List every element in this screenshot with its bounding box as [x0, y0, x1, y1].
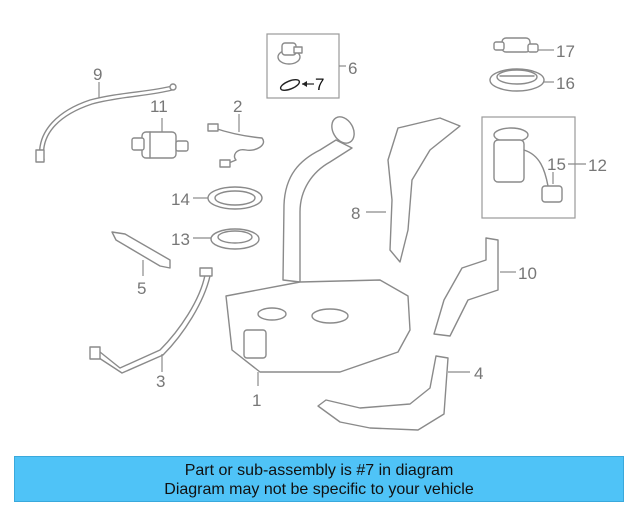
part-12-box: [481, 116, 576, 219]
callout-3: 3: [156, 372, 165, 391]
callout-15: 15: [547, 155, 566, 174]
part-14-ring: [207, 186, 263, 210]
part-3-strap: [89, 267, 213, 374]
callout-10: 10: [518, 264, 537, 283]
part-10-bracket: [433, 237, 499, 337]
callout-16: 16: [556, 74, 575, 93]
part-1-fuel-tank: [225, 279, 411, 373]
part-11-filter: [131, 131, 189, 159]
callout-12: 12: [588, 156, 607, 175]
banner-line-1: Part or sub-assembly is #7 in diagram: [184, 462, 454, 479]
part-16-lock-ring: [489, 68, 545, 92]
arrow-7-icon: [302, 81, 307, 87]
part-6-cap: [277, 42, 303, 65]
part-12-pump-module: [493, 127, 563, 203]
callout-4: 4: [474, 364, 483, 383]
part-9-hose: [35, 83, 177, 163]
part-6-box: [266, 33, 340, 99]
callout-5: 5: [137, 279, 146, 298]
callout-17: 17: [556, 42, 575, 61]
part-7-seal: [279, 79, 301, 91]
part-17-valve: [493, 37, 539, 53]
banner-line-2: Diagram may not be specific to your vehi…: [164, 481, 474, 498]
callout-6: 6: [348, 59, 357, 78]
callout-14: 14: [171, 190, 190, 209]
part-8-heat-shield: [387, 117, 461, 263]
part-4-shield: [317, 355, 449, 431]
callout-7: 7: [315, 75, 324, 94]
callout-1: 1: [252, 391, 261, 410]
callout-8: 8: [351, 204, 360, 223]
callout-2: 2: [233, 97, 242, 116]
part-filler-neck: [282, 116, 355, 283]
callout-13: 13: [171, 230, 190, 249]
part-2-sensor: [207, 123, 265, 168]
callout-9: 9: [93, 65, 102, 84]
part-13-seal: [210, 228, 260, 250]
part-5-bracket: [111, 231, 171, 269]
callout-11: 11: [150, 97, 168, 116]
info-banner: Part or sub-assembly is #7 in diagram Di…: [14, 456, 624, 502]
parts-diagram: 9 11 2 7 6 17 16: [35, 33, 607, 431]
